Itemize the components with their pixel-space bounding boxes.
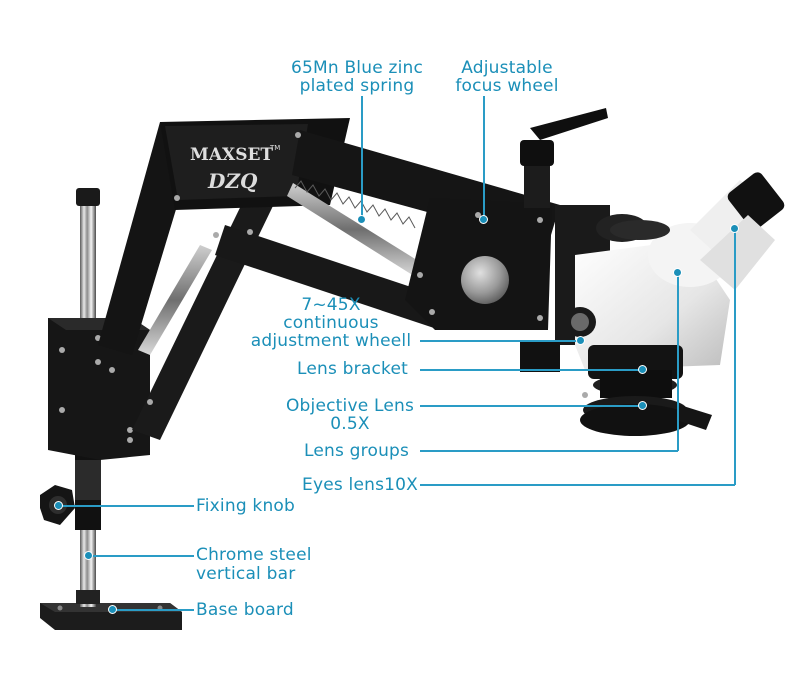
label-spring-line1: 65Mn Blue zinc <box>290 58 424 78</box>
lens-assembly <box>520 340 712 436</box>
leader-focus-dot <box>479 215 488 224</box>
focus-plate <box>405 198 552 330</box>
leader-focus-v <box>483 96 485 220</box>
leader-groups-v <box>677 272 679 451</box>
leader-spring-dot <box>357 215 366 224</box>
microscope-head <box>555 172 785 370</box>
label-eyes: Eyes lens10X <box>302 475 419 495</box>
leader-bracket-dot <box>638 365 647 374</box>
label-focus-line2: focus wheel <box>455 76 559 96</box>
leader-bar-h <box>88 555 194 557</box>
upper-spring <box>287 180 420 276</box>
leader-zoom-h <box>420 340 582 342</box>
label-bar-line1: Chrome steel <box>196 545 312 565</box>
leader-zoom-dot <box>576 336 585 345</box>
leader-base-dot <box>108 605 117 614</box>
brand-sub-logo: DZQ <box>207 169 258 193</box>
leader-eyes-dot <box>730 224 739 233</box>
label-knob: Fixing knob <box>196 496 296 516</box>
brand-name: MAXSET <box>190 145 273 165</box>
label-zoom-line1: 7~45X <box>301 295 361 315</box>
arm-branding: MAXSET TM DZQ <box>190 144 280 193</box>
label-zoom-line3: adjustment wheell <box>250 331 412 351</box>
leader-knob-dot <box>54 501 63 510</box>
leader-bracket-h <box>420 369 640 371</box>
label-base: Base board <box>196 600 294 620</box>
label-groups: Lens groups <box>304 441 410 461</box>
focus-handle <box>520 108 608 208</box>
leader-eyes-v <box>734 228 736 485</box>
lower-spring <box>138 245 212 355</box>
brand-tm: TM <box>269 144 280 152</box>
label-zoom-line2: continuous <box>283 313 379 333</box>
label-focus-line1: Adjustable <box>461 58 553 78</box>
label-objective-line2: 0.5X <box>330 414 370 434</box>
leader-objective-h <box>420 405 640 407</box>
label-spring-line2: plated spring <box>299 76 415 96</box>
arm-links <box>98 118 560 443</box>
leader-spring-v <box>361 96 363 220</box>
leader-base-h <box>112 609 194 611</box>
leader-eyes-h <box>420 484 735 486</box>
leader-objective-dot <box>638 401 647 410</box>
leader-bar-dot <box>84 551 93 560</box>
label-objective-line1: Objective Lens <box>285 396 415 416</box>
leader-groups-dot <box>673 268 682 277</box>
label-bar-line2: vertical bar <box>196 564 296 584</box>
leader-knob-h <box>58 505 194 507</box>
label-bracket: Lens bracket <box>297 359 408 379</box>
leader-groups-h <box>420 450 678 452</box>
